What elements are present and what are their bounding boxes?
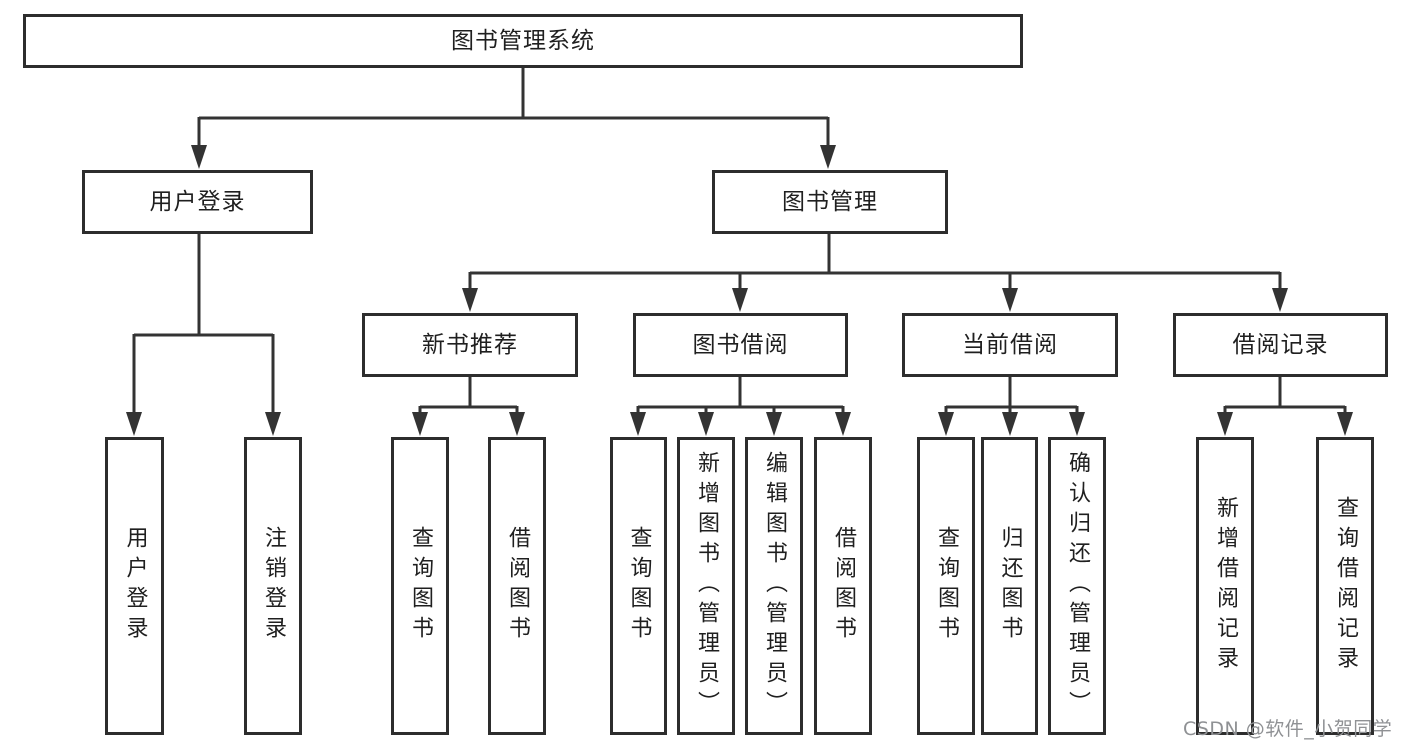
leaf-edit-book-admin: 编辑图书（管理员） (745, 437, 803, 735)
leaf-borrow-book: 借阅图书 (814, 437, 872, 735)
leaf-borrow-book-recommend: 借阅图书 (488, 437, 546, 735)
arrowheads (126, 145, 1353, 436)
node-borrow-record: 借阅记录 (1173, 313, 1388, 377)
node-user-login: 用户登录 (82, 170, 313, 234)
leaf-user-login: 用户登录 (105, 437, 164, 735)
node-new-book-recommend: 新书推荐 (362, 313, 578, 377)
leaf-query-book-recommend: 查询图书 (391, 437, 449, 735)
node-current-borrow: 当前借阅 (902, 313, 1118, 377)
node-book-borrow: 图书借阅 (633, 313, 848, 377)
leaf-query-book-current: 查询图书 (917, 437, 975, 735)
leaf-return-book: 归还图书 (981, 437, 1038, 735)
leaf-add-book-admin: 新增图书（管理员） (677, 437, 735, 735)
node-book-management: 图书管理 (712, 170, 948, 234)
leaf-logout: 注销登录 (244, 437, 302, 735)
leaf-query-borrow-record: 查询借阅记录 (1316, 437, 1374, 735)
leaf-add-borrow-record: 新增借阅记录 (1196, 437, 1254, 735)
leaf-query-book-borrow: 查询图书 (610, 437, 667, 735)
root-node-library-management-system: 图书管理系统 (23, 14, 1023, 68)
csdn-watermark: CSDN @软件_小贺同学 (1183, 718, 1393, 740)
leaf-confirm-return-admin: 确认归还（管理员） (1048, 437, 1106, 735)
